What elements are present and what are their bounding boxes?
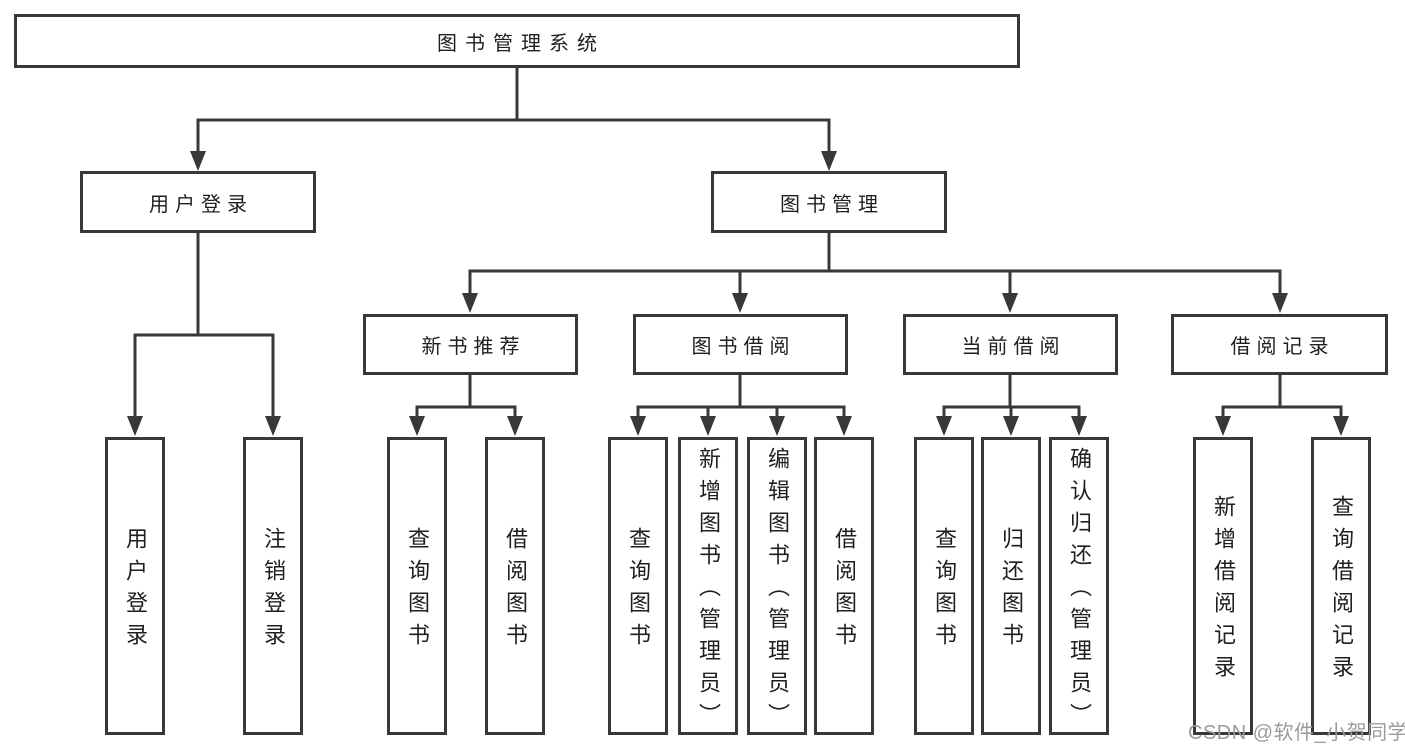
leaf-nbr-borrow-books: 借阅图书 [485, 437, 545, 735]
leaf-bb-add-books-admin-label: 新增图书（管理员） [696, 447, 721, 735]
node-borrow-records-label: 借阅记录 [1230, 336, 1335, 358]
csdn-watermark: CSDN @软件_小贺同学 [1188, 722, 1405, 744]
node-root: 图书管理系统 [14, 14, 1020, 68]
leaf-cb-confirm-return-admin: 确认归还（管理员） [1049, 437, 1109, 735]
leaf-nbr-query-books-label: 查询图书 [405, 527, 430, 655]
leaf-br-add-record-label: 新增借阅记录 [1211, 495, 1236, 687]
leaf-bb-query-books: 查询图书 [608, 437, 668, 735]
node-user-login-label: 用户登录 [149, 193, 253, 216]
node-book-management-label: 图书管理 [780, 193, 884, 216]
node-book-management: 图书管理 [711, 171, 947, 233]
leaf-bb-borrow-books-label: 借阅图书 [832, 527, 857, 655]
leaf-bb-borrow-books: 借阅图书 [814, 437, 874, 735]
leaf-br-query-record-label: 查询借阅记录 [1329, 495, 1354, 687]
leaf-bb-query-books-label: 查询图书 [626, 527, 651, 655]
leaf-logout-label: 注销登录 [261, 527, 286, 655]
leaf-bb-add-books-admin: 新增图书（管理员） [678, 437, 738, 735]
leaf-cb-return-books-label: 归还图书 [999, 527, 1024, 655]
node-new-book-recommend-label: 新书推荐 [421, 336, 526, 358]
arrowheads [127, 151, 1349, 436]
leaf-br-add-record: 新增借阅记录 [1193, 437, 1253, 735]
node-current-borrow: 当前借阅 [903, 314, 1118, 375]
leaf-cb-query-books: 查询图书 [914, 437, 974, 735]
leaf-user-login-label: 用户登录 [123, 527, 148, 655]
leaf-nbr-borrow-books-label: 借阅图书 [503, 527, 528, 655]
node-new-book-recommend: 新书推荐 [363, 314, 578, 375]
leaf-logout: 注销登录 [243, 437, 303, 735]
node-book-borrow-label: 图书借阅 [691, 336, 796, 358]
leaf-cb-confirm-return-admin-label: 确认归还（管理员） [1067, 447, 1092, 735]
leaf-bb-edit-books-admin-label: 编辑图书（管理员） [765, 447, 790, 735]
node-book-borrow: 图书借阅 [633, 314, 848, 375]
node-current-borrow-label: 当前借阅 [961, 336, 1066, 358]
leaf-nbr-query-books: 查询图书 [387, 437, 447, 735]
leaf-bb-edit-books-admin: 编辑图书（管理员） [747, 437, 807, 735]
node-root-label: 图书管理系统 [437, 32, 605, 55]
leaf-br-query-record: 查询借阅记录 [1311, 437, 1371, 735]
leaf-cb-query-books-label: 查询图书 [932, 527, 957, 655]
leaf-cb-return-books: 归还图书 [981, 437, 1041, 735]
node-user-login: 用户登录 [80, 171, 316, 233]
node-borrow-records: 借阅记录 [1171, 314, 1388, 375]
leaf-user-login: 用户登录 [105, 437, 165, 735]
connector-path [133, 67, 1343, 418]
